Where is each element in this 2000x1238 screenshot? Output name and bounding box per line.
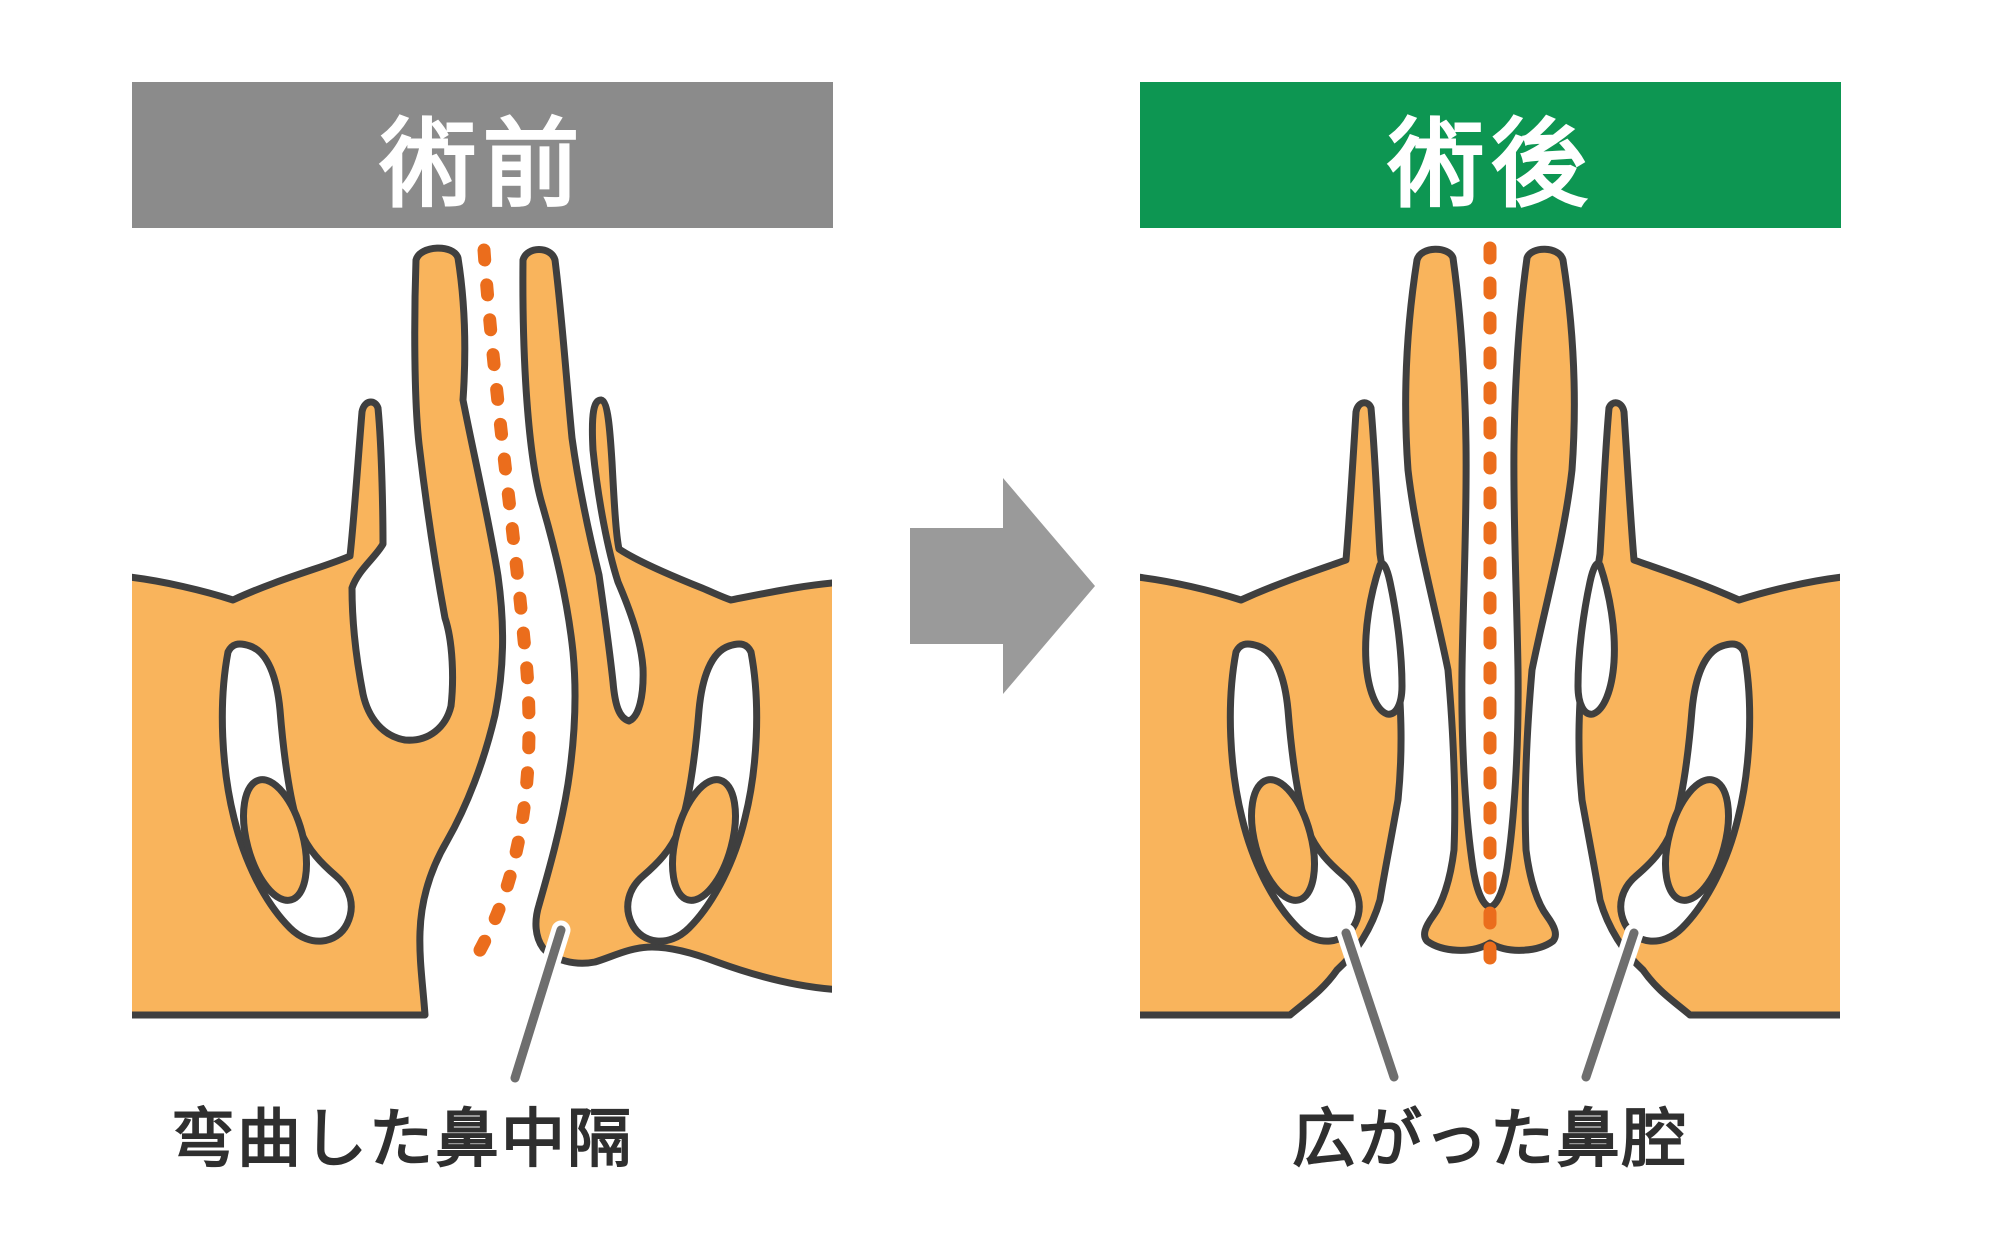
pre-op-nasal-cross-section — [132, 243, 832, 1088]
post-op-header: 術後 — [1140, 82, 1841, 228]
pre-right-tissue-mass — [519, 246, 832, 993]
pre-right-turbinate — [669, 776, 739, 904]
pre-septum-dotted-line — [472, 243, 536, 959]
post-left-teardrop-cavity — [1362, 560, 1406, 718]
post-left-turbinate — [1248, 776, 1318, 904]
pre-op-header-label: 術前 — [379, 109, 586, 219]
post-right-leader-line — [1581, 928, 1639, 1082]
post-right-turbinate — [1662, 776, 1732, 904]
pre-op-caption: 弯曲した鼻中隔 — [171, 1103, 633, 1175]
pre-leader-line — [510, 925, 566, 1083]
pre-left-tissue-mass — [132, 244, 507, 1019]
post-left-leader-line — [1341, 928, 1399, 1082]
pre-op-header: 術前 — [132, 82, 833, 228]
post-op-header-label: 術後 — [1387, 109, 1594, 219]
post-right-teardrop-cavity — [1574, 560, 1618, 718]
right-arrow-icon — [910, 478, 1095, 694]
post-op-caption: 広がった鼻腔 — [1292, 1103, 1688, 1175]
pre-left-turbinate — [240, 776, 310, 904]
post-septum-center-block — [1402, 245, 1578, 954]
post-op-nasal-cross-section — [1140, 241, 1840, 1087]
